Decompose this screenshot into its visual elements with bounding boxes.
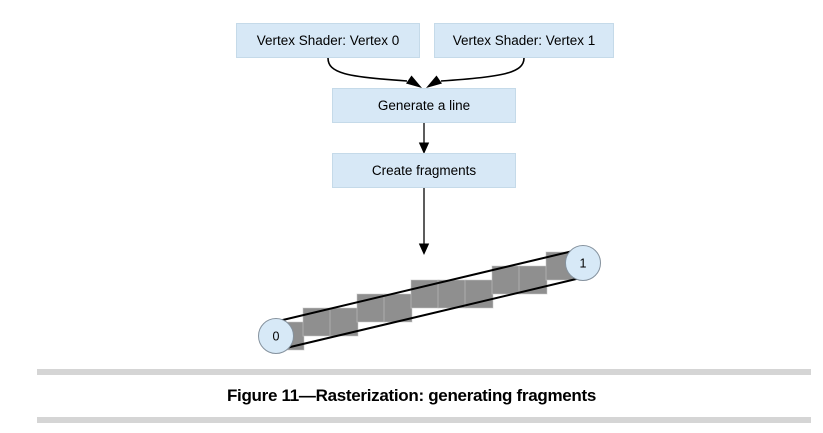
box-vertex-shader-1: Vertex Shader: Vertex 1 bbox=[434, 23, 614, 58]
flow-arrowhead-generate-to-fragments bbox=[418, 142, 430, 154]
box-create-fragments-label: Create fragments bbox=[371, 163, 477, 178]
flow-arrowhead-fragments-to-raster bbox=[418, 243, 430, 255]
fragment-square bbox=[410, 279, 440, 309]
line-edge-top bbox=[272, 248, 580, 324]
fragment-square bbox=[383, 293, 413, 323]
box-generate-line: Generate a line bbox=[332, 88, 516, 123]
caption-rule-bottom bbox=[37, 417, 811, 423]
box-generate-line-label: Generate a line bbox=[377, 98, 471, 113]
figure-caption: Figure 11—Rasterization: generating frag… bbox=[226, 386, 597, 405]
fragment-square bbox=[437, 279, 467, 309]
flow-arrow-right bbox=[440, 57, 525, 82]
line-edge-bottom bbox=[279, 275, 587, 351]
vertex-node-label-0: 0 bbox=[273, 330, 280, 344]
raster-illustration bbox=[258, 245, 601, 354]
box-create-fragments: Create fragments bbox=[332, 153, 516, 188]
caption-rule-top bbox=[37, 369, 811, 375]
fragment-square bbox=[491, 265, 521, 295]
flow-arrowhead-right bbox=[426, 75, 442, 88]
box-vertex-shader-1-label: Vertex Shader: Vertex 1 bbox=[452, 33, 596, 48]
box-vertex-shader-0: Vertex Shader: Vertex 0 bbox=[236, 23, 420, 58]
vertex-node-0 bbox=[258, 318, 294, 354]
box-vertex-shader-0-label: Vertex Shader: Vertex 0 bbox=[256, 33, 400, 48]
flow-arrow-left bbox=[327, 57, 408, 82]
flow-arrowhead-left bbox=[406, 75, 422, 88]
vertex-node-label-1: 1 bbox=[580, 257, 587, 271]
vertex-node-1 bbox=[565, 245, 601, 281]
